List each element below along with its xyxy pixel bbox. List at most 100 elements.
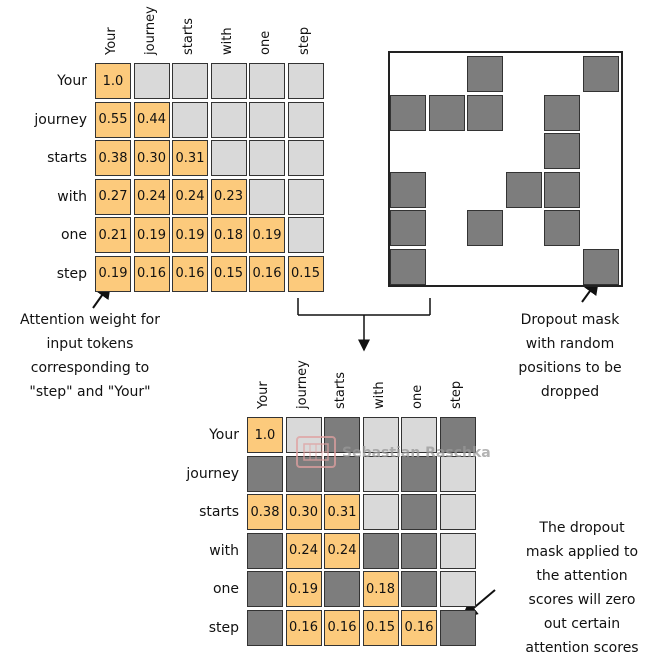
empty-cell bbox=[439, 571, 476, 607]
weights-col-label: journey bbox=[142, 6, 158, 55]
result-row-label: with bbox=[209, 542, 239, 559]
dropped-mask-cell bbox=[582, 248, 619, 285]
weight-cell: 1.0 bbox=[247, 417, 283, 453]
weight-cell: 0.18 bbox=[362, 571, 399, 607]
empty-cell bbox=[362, 417, 399, 453]
result-row-label: one bbox=[212, 581, 239, 597]
weight-cell: 0.31 bbox=[172, 140, 208, 176]
weight-cell: 0.19 bbox=[95, 255, 131, 292]
result-col-label: journey bbox=[294, 360, 310, 409]
empty-cell bbox=[362, 494, 399, 530]
dropped-mask-cell bbox=[544, 171, 580, 208]
weight-cell: 0.19 bbox=[249, 217, 285, 253]
weight-cell: 0.24 bbox=[324, 532, 360, 569]
empty-cell bbox=[362, 455, 399, 492]
dropped-mask-cell bbox=[467, 94, 503, 131]
weight-cell: 0.16 bbox=[172, 255, 208, 292]
watermark-text: Sebastian Raschka bbox=[342, 445, 491, 461]
weight-cell: 0.30 bbox=[133, 140, 170, 176]
dropped-mask-cell bbox=[467, 56, 503, 92]
right-annotation: Dropout mask with random positions to be… bbox=[518, 312, 622, 400]
weight-cell: 0.24 bbox=[172, 178, 208, 215]
weight-cell: 0.19 bbox=[285, 571, 322, 607]
weight-cell: 0.30 bbox=[285, 494, 322, 530]
dropped-cell bbox=[324, 417, 360, 453]
weights-row-label: with bbox=[57, 188, 87, 205]
empty-cell bbox=[249, 178, 285, 215]
result-row-label: starts bbox=[199, 504, 239, 520]
weight-cell: 0.19 bbox=[172, 217, 208, 253]
weights-row-label: step bbox=[56, 265, 87, 282]
dropped-cell bbox=[401, 494, 437, 530]
weight-cell: 0.16 bbox=[324, 609, 360, 646]
empty-cell bbox=[210, 63, 247, 99]
weight-cell: 0.16 bbox=[285, 609, 322, 646]
weight-cell: 0.24 bbox=[133, 178, 170, 215]
weight-cell: 0.23 bbox=[210, 178, 247, 215]
empty-cell bbox=[210, 101, 247, 138]
weights-row-label: Your bbox=[57, 73, 87, 89]
weights-col-label: step bbox=[296, 26, 312, 55]
weights-row-label: journey bbox=[34, 111, 87, 128]
dropped-cell bbox=[247, 609, 283, 646]
empty-cell bbox=[210, 140, 247, 176]
weights-col-label: with bbox=[219, 27, 235, 55]
weight-cell: 0.24 bbox=[285, 532, 322, 569]
dropped-mask-cell bbox=[390, 210, 426, 246]
weight-cell: 0.16 bbox=[249, 255, 285, 292]
empty-cell bbox=[287, 178, 324, 215]
empty-cell bbox=[287, 63, 324, 99]
weight-cell: 0.55 bbox=[95, 101, 131, 138]
weight-cell: 0.15 bbox=[362, 609, 399, 646]
dropped-mask-cell bbox=[467, 210, 503, 246]
watermark: Sebastian Raschka bbox=[296, 435, 491, 471]
weights-col-label: Your bbox=[104, 27, 119, 55]
weight-cell: 0.27 bbox=[95, 178, 131, 215]
empty-cell bbox=[439, 494, 476, 530]
dropped-cell bbox=[247, 532, 283, 569]
dropped-cell bbox=[401, 571, 437, 607]
dropped-cell bbox=[401, 532, 437, 569]
watermark-logo-icon bbox=[296, 436, 336, 468]
weight-cell: 0.18 bbox=[210, 217, 247, 253]
weight-cell: 0.15 bbox=[287, 255, 324, 292]
weights-row-label: starts bbox=[47, 150, 87, 166]
result-col-label: step bbox=[448, 380, 464, 409]
weight-cell: 0.44 bbox=[133, 101, 170, 138]
empty-cell bbox=[249, 140, 285, 176]
weight-cell: 0.38 bbox=[247, 494, 283, 530]
weights-col-label: one bbox=[258, 30, 273, 55]
dropped-mask-cell bbox=[505, 171, 542, 208]
weight-cell: 0.15 bbox=[210, 255, 247, 292]
empty-cell bbox=[439, 455, 476, 492]
dropped-cell bbox=[439, 609, 476, 646]
weight-cell: 1.0 bbox=[95, 63, 131, 99]
weights-col-label: starts bbox=[181, 17, 196, 55]
empty-cell bbox=[287, 101, 324, 138]
bottom-annotation: The dropout mask applied to the attentio… bbox=[525, 520, 639, 656]
empty-cell bbox=[249, 63, 285, 99]
dropped-cell bbox=[324, 455, 360, 492]
dropped-mask-cell bbox=[544, 210, 580, 246]
result-row-label: Your bbox=[209, 427, 239, 443]
weight-cell: 0.38 bbox=[95, 140, 131, 176]
result-row-label: step bbox=[208, 619, 239, 636]
weight-cell: 0.16 bbox=[401, 609, 437, 646]
dropped-cell bbox=[401, 455, 437, 492]
dropped-mask-cell bbox=[390, 171, 426, 208]
empty-cell bbox=[287, 140, 324, 176]
result-col-label: with bbox=[371, 381, 387, 409]
weight-cell: 0.19 bbox=[133, 217, 170, 253]
result-col-label: starts bbox=[333, 371, 348, 409]
dropped-mask-cell bbox=[428, 94, 465, 131]
dropped-mask-cell bbox=[582, 56, 619, 92]
weight-cell: 0.31 bbox=[324, 494, 360, 530]
result-row-label: journey bbox=[186, 465, 239, 482]
dropped-cell bbox=[324, 571, 360, 607]
weight-cell: 0.16 bbox=[133, 255, 170, 292]
dropped-mask-cell bbox=[544, 94, 580, 131]
dropped-mask-cell bbox=[390, 94, 426, 131]
result-col-label: one bbox=[410, 384, 425, 409]
dropped-mask-cell bbox=[544, 133, 580, 169]
